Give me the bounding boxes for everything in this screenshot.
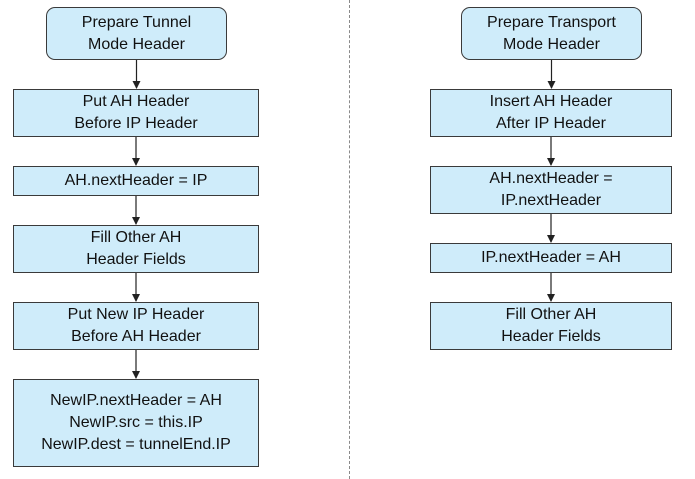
tunnel-step-label: NewIP.nextHeader = AH NewIP.src = this.I…	[41, 392, 231, 453]
column-divider	[349, 0, 350, 479]
tunnel-step-put-new-ip-header: Put New IP Header Before AH Header	[13, 302, 259, 350]
tunnel-start-node: Prepare Tunnel Mode Header	[46, 7, 227, 60]
transport-step-label: IP.nextHeader = AH	[481, 249, 621, 266]
transport-step-ip-next-header: IP.nextHeader = AH	[430, 243, 672, 273]
transport-step-label: AH.nextHeader = IP.nextHeader	[489, 170, 613, 209]
transport-step-label: Fill Other AH Header Fields	[501, 306, 601, 345]
tunnel-step-put-ah-header: Put AH Header Before IP Header	[13, 89, 259, 137]
tunnel-start-label: Prepare Tunnel Mode Header	[81, 13, 192, 53]
transport-start-node: Prepare Transport Mode Header	[461, 7, 642, 60]
tunnel-step-label: Fill Other AH Header Fields	[86, 229, 186, 268]
tunnel-step-label: Put New IP Header Before AH Header	[67, 306, 205, 345]
transport-step-label: Insert AH Header After IP Header	[489, 93, 613, 132]
transport-start-label: Prepare Transport Mode Header	[487, 13, 616, 53]
tunnel-step-label: AH.nextHeader = IP	[64, 172, 208, 189]
tunnel-step-label: Put AH Header Before IP Header	[74, 93, 198, 132]
transport-step-insert-ah-header: Insert AH Header After IP Header	[430, 89, 672, 137]
tunnel-step-fill-fields: Fill Other AH Header Fields	[13, 225, 259, 273]
transport-step-ah-next-header: AH.nextHeader = IP.nextHeader	[430, 166, 672, 214]
transport-step-fill-fields: Fill Other AH Header Fields	[430, 302, 672, 350]
tunnel-step-new-ip-fields: NewIP.nextHeader = AH NewIP.src = this.I…	[13, 379, 259, 467]
tunnel-step-ah-next-header: AH.nextHeader = IP	[13, 166, 259, 196]
